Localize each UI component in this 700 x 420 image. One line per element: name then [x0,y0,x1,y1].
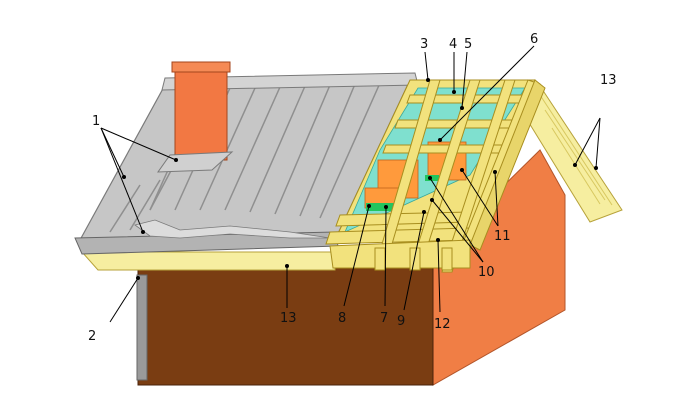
eave-posts [374,247,453,271]
label-1: 1 [92,114,100,129]
eave-board-right [329,239,471,269]
label-11: 11 [494,229,511,244]
eave-soffit [80,251,336,271]
label-7: 7 [380,311,388,326]
chimney [174,67,228,161]
label-12: 12 [434,317,451,332]
downpipe [136,274,148,381]
chimney-cap [171,61,231,73]
label-13-gable: 13 [600,73,617,88]
gable-edge [469,79,546,251]
label-3: 3 [420,37,428,52]
chimney-flashing [157,151,234,173]
label-6: 6 [530,32,538,47]
label-10: 10 [478,265,495,280]
label-2: 2 [88,329,96,344]
vapor-barrier [366,203,400,211]
label-13-eave: 13 [280,311,297,326]
label-5: 5 [464,37,472,52]
front-wall [137,267,434,386]
leader-lines [100,45,601,323]
label-9: 9 [397,314,405,329]
label-8: 8 [338,311,346,326]
label-4: 4 [449,37,457,52]
